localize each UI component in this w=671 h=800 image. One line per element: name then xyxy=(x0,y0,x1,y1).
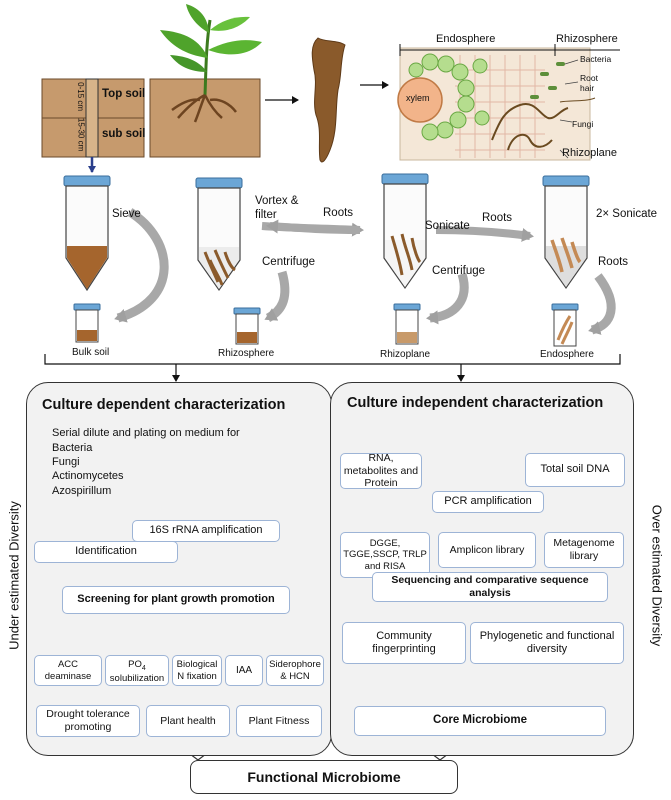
root-cross-section xyxy=(397,44,620,161)
roots-label-1: Roots xyxy=(323,207,354,219)
depth-sub-label: 15-30 cm xyxy=(76,117,86,152)
vial-rhizosphere xyxy=(233,307,261,345)
phylogenetic-diversity-box: Phylogenetic and functional diversity xyxy=(470,622,624,664)
pcr-amplification-box: PCR amplification xyxy=(432,491,544,513)
sonicate-2x-label: 2× Sonicate xyxy=(596,208,658,220)
culture-dependent-title: Culture dependent characterization xyxy=(42,397,286,413)
vial-bulk-soil xyxy=(73,303,101,343)
organism-bacteria: Bacteria xyxy=(52,442,93,454)
plant-icon xyxy=(160,4,262,123)
po4-solubilization-box: PO4 solubilization xyxy=(105,655,169,686)
roots-label-2: Roots xyxy=(482,212,513,224)
centrifuge-label-1: Centrifuge xyxy=(262,256,316,268)
rna-metabolites-box: RNA, metabolites and Protein xyxy=(340,452,422,489)
top-soil-label: Top soil xyxy=(102,88,146,100)
culture-independent-title: Culture independent characterization xyxy=(347,395,604,411)
rhizoplane-zone-label: Rhizoplane xyxy=(562,147,618,159)
plant-fitness-box: Plant Fitness xyxy=(236,705,322,737)
organism-azospirillum: Azospirillum xyxy=(52,485,112,497)
xylem-label: xylem xyxy=(406,93,430,103)
drought-tolerance-box: Drought tolerance promoting xyxy=(36,705,140,737)
functional-microbiome-box: Functional Microbiome xyxy=(190,760,458,794)
vortex-filter-label: Vortex & filter xyxy=(255,195,299,222)
po4-label: PO xyxy=(128,659,142,670)
fungi-label: Fungi xyxy=(572,119,594,129)
tube-rhizoplane xyxy=(381,173,429,290)
serial-dilute-text: Serial dilute and plating on medium for xyxy=(52,427,240,439)
rhizosphere-zone-label: Rhizosphere xyxy=(556,33,618,45)
tube-bulk xyxy=(63,175,111,292)
sample-rhizosphere: Rhizosphere xyxy=(218,348,275,359)
organism-fungi: Fungi xyxy=(52,456,80,468)
sample-endosphere: Endosphere xyxy=(540,349,594,360)
organism-actinomycetes: Actinomycetes xyxy=(52,470,124,482)
acc-deaminase-box: ACC deaminase xyxy=(34,655,102,686)
depth-top-label: 0-15 cm xyxy=(76,82,86,112)
n-fixation-box: Biological N fixation xyxy=(172,655,222,686)
centrifuge-label-2: Centrifuge xyxy=(432,265,486,277)
sieve-label: Sieve xyxy=(112,208,141,220)
community-fingerprinting-box: Community fingerprinting xyxy=(342,622,466,664)
vial-endosphere xyxy=(551,303,579,347)
vial-rhizoplane xyxy=(393,303,421,345)
sub-soil-label: sub soil xyxy=(102,128,146,140)
endosphere-label: Endosphere xyxy=(436,33,496,45)
po4-solubilization-label: solubilization xyxy=(109,673,165,685)
tube-rhizosphere xyxy=(195,177,243,292)
tube-endosphere xyxy=(542,175,590,290)
metagenome-library-box: Metagenome library xyxy=(544,532,624,568)
sample-rhizoplane: Rhizoplane xyxy=(380,349,431,360)
identification-box: Identification xyxy=(34,541,178,563)
sample-bulk-soil: Bulk soil xyxy=(72,347,110,358)
screening-box: Screening for plant growth promotion xyxy=(62,586,290,614)
root-piece-icon xyxy=(311,37,346,163)
plant-health-box: Plant health xyxy=(146,705,230,737)
total-soil-dna-box: Total soil DNA xyxy=(525,453,625,487)
amplicon-library-box: Amplicon library xyxy=(438,532,536,568)
soil-block-left xyxy=(41,78,145,158)
siderophore-box: Siderophore & HCN xyxy=(266,655,324,686)
sonicate-label: Sonicate xyxy=(425,220,470,232)
bacteria-label: Bacteria xyxy=(580,54,612,64)
over-estimated-label: Over estimated Diversity xyxy=(649,504,665,647)
root-hair-label: Root hair xyxy=(580,73,598,93)
rrna-amplification-box: 16S rRNA amplification xyxy=(132,520,280,542)
po4-subscript: 4 xyxy=(141,664,146,672)
roots-label-3: Roots xyxy=(598,256,629,268)
samples-bracket xyxy=(44,354,621,365)
core-microbiome-box: Core Microbiome xyxy=(354,706,606,736)
under-estimated-label: Under estimated Diversity xyxy=(6,501,22,650)
iaa-box: IAA xyxy=(225,655,263,686)
process-arrows xyxy=(114,208,616,335)
sequencing-box: Sequencing and comparative sequence anal… xyxy=(372,572,608,602)
dgge-box: DGGE, TGGE,SSCP, TRLP and RISA xyxy=(340,532,430,578)
